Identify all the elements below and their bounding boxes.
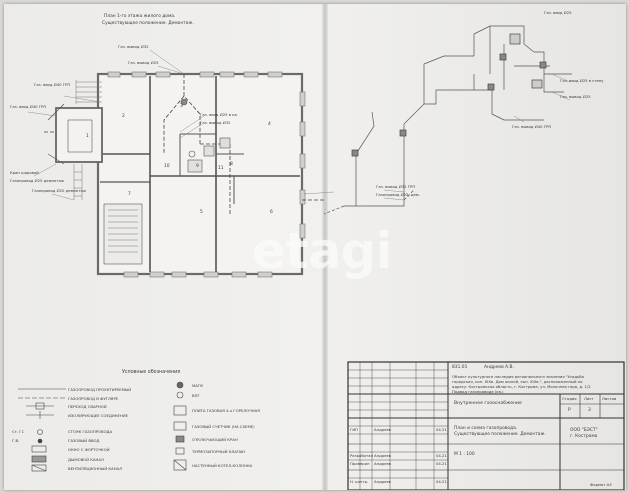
annotation: Газ. вывод Ø25 bbox=[128, 60, 159, 65]
drawing-sheet: План 1-го этажа жилого дома. Существующе… bbox=[4, 4, 626, 490]
project-text: городская, кон. XIXв. Дом жилой, кон. XI… bbox=[452, 379, 583, 384]
org-name: ООО "БЭСТ" bbox=[570, 428, 598, 433]
sheet-title: План и схема газопровода. bbox=[454, 426, 518, 431]
signer-label: Проверил bbox=[350, 461, 370, 466]
legend-item: СТОЯК ГАЗОПРОВОДА bbox=[68, 429, 113, 434]
annotation: Газ. вывод Ø32 bbox=[200, 120, 231, 125]
annotation: Газопровод Ø25 демонтаж bbox=[10, 178, 65, 183]
title-block-code: 831.01 bbox=[452, 365, 468, 370]
room-number: 2 bbox=[122, 114, 125, 119]
sheet-format: Формат А3 bbox=[590, 482, 612, 487]
sign-date: 04.21 bbox=[436, 479, 447, 484]
project-text: Объект культурного наследия региональног… bbox=[452, 374, 584, 379]
signer-name: Андреев bbox=[374, 427, 392, 432]
legend-item: ПЕРЕХОД СВАРНОЙ bbox=[68, 404, 107, 409]
legend-item: ГАЗОВЫЙ СЧЕТЧИК (НА СХЕМЕ) bbox=[192, 424, 255, 429]
legend-item: НАСТЕННЫЙ КОТЕЛ-КОЛОНКА bbox=[192, 463, 253, 468]
room-number: 11 bbox=[218, 166, 224, 171]
legend-item: ГАЗОПРОВОД В ФУТЛЯРЕ bbox=[68, 396, 119, 401]
page-fold bbox=[322, 4, 328, 490]
legend-symbol: Ст. Г1 bbox=[12, 429, 25, 434]
annotation: Газ. ввод Ø25 в стену bbox=[560, 78, 604, 83]
room-number: 10 bbox=[164, 164, 170, 169]
legend-item: ОТКЛЮЧАЮЩИЙ КРАН bbox=[192, 437, 238, 442]
signer-name: Андреев bbox=[374, 461, 392, 466]
legend-item: ПЛИТА ГАЗОВАЯ 4-х ГОРЕЛОЧНАЯ bbox=[192, 408, 260, 413]
sheets-label: Листов bbox=[602, 396, 617, 401]
floor-plan-drawing bbox=[18, 25, 625, 490]
room-number: 7 bbox=[128, 192, 131, 197]
sign-date: 04.21 bbox=[436, 453, 447, 458]
legend-item: ВПГ bbox=[192, 393, 200, 398]
signer-name: Андреев bbox=[374, 453, 392, 458]
project-text: адресу: Костромская область, г. Кострома… bbox=[452, 384, 591, 389]
annotation: Газ. ввод Ø40 ГРП bbox=[34, 82, 71, 87]
scale: М 1 : 100 bbox=[454, 452, 475, 457]
legend-item: ОКНО С ФОРТОЧКОЙ bbox=[68, 447, 110, 452]
annotation: Газ. вывод Ø32 ГРП bbox=[376, 184, 416, 189]
room-number: 9 bbox=[196, 164, 199, 169]
sheet-title: Существующее положение. Демонтаж. bbox=[454, 432, 546, 437]
watermark: etagi bbox=[252, 222, 392, 280]
annotation: Газ. ввод Ø25 в кв. bbox=[200, 112, 238, 117]
title-block-author: Андреев А.В. bbox=[484, 365, 514, 370]
signer-name: Андреев bbox=[374, 479, 392, 484]
plan-subtitle: Существующее положение. Демонтаж. bbox=[102, 21, 194, 26]
signer-label: Н. контр. bbox=[350, 479, 369, 484]
signer-label: ГИП bbox=[350, 427, 359, 432]
legend-symbol: Г.В. bbox=[12, 438, 20, 443]
legend-item: ГАЗОПРОВОД ПРОЕКТИРУЕМЫЙ bbox=[68, 387, 132, 392]
sign-date: 04.21 bbox=[436, 461, 447, 466]
room-number: 8 bbox=[230, 162, 233, 167]
annotation: Газопровод Ø20 демонтаж bbox=[32, 188, 87, 193]
annotation: Газ. вывод Ø40 ГРП bbox=[512, 124, 552, 129]
signer-label: Разработал bbox=[350, 453, 374, 458]
room-number: 1 bbox=[86, 134, 89, 139]
sign-date: 04.21 bbox=[436, 427, 447, 432]
room-number: 3 bbox=[180, 104, 183, 109]
org-city: г. Кострома bbox=[570, 434, 598, 439]
stage-label: Стадия bbox=[562, 396, 577, 401]
legend-item: ВЕНТИЛЯЦИОННЫЙ КАНАЛ bbox=[68, 466, 122, 471]
legend-item: ДЫМОВОЙ КАНАЛ bbox=[68, 457, 104, 462]
section-title: Внутреннее газоснабжение bbox=[454, 401, 522, 406]
room-number: 6 bbox=[270, 210, 273, 215]
legend-item: ГАЗОВЫЙ ВВОД bbox=[68, 438, 100, 443]
annotation: Газ. ввод Ø25 bbox=[544, 10, 572, 15]
annotation: Кран шаровой bbox=[10, 170, 39, 175]
stage-value: Р bbox=[568, 408, 571, 413]
legend-item: МАГВ bbox=[192, 383, 203, 388]
annotation: Газ. вывод Ø32 bbox=[118, 44, 149, 49]
room-number: 4 bbox=[268, 122, 271, 127]
legend-item: ТЕРМОЗАПОРНЫЙ КЛАПАН bbox=[192, 449, 246, 454]
sheet-label: Лист bbox=[584, 396, 594, 401]
legend-title: Условные обозначения bbox=[122, 370, 181, 375]
annotation: Газ. вывод Ø25 bbox=[560, 94, 591, 99]
project-text: Подвод газопровода (кв.) bbox=[452, 389, 504, 394]
room-number: 5 bbox=[200, 210, 203, 215]
sheet-value: 3 bbox=[588, 408, 591, 413]
plan-title: План 1-го этажа жилого дома. bbox=[104, 14, 176, 19]
annotation: Газопровод Ø25, дем. bbox=[376, 192, 420, 197]
annotation: Газ. ввод Ø40 ГРП bbox=[10, 104, 47, 109]
legend-item: ИЗОЛИРУЮЩЕЕ СОЕДИНЕНИЕ bbox=[68, 413, 129, 418]
